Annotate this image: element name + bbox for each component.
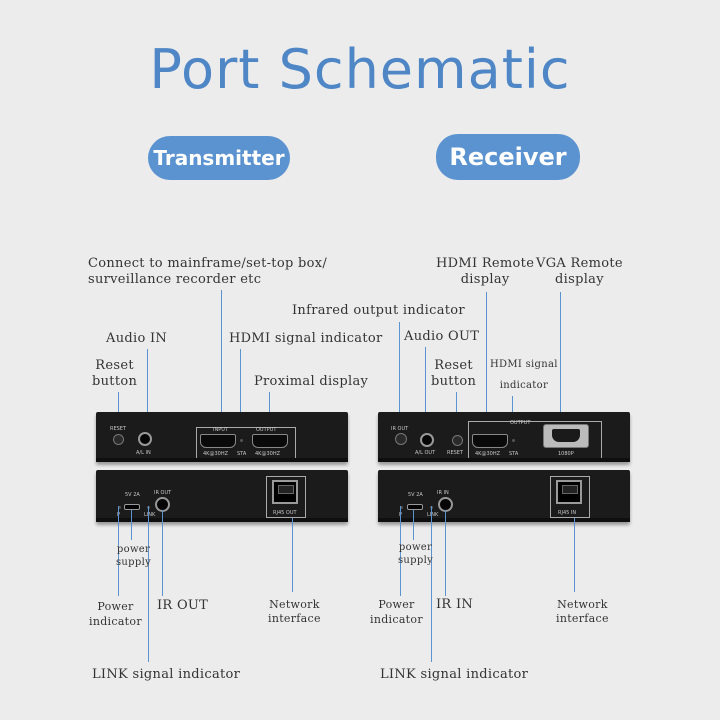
rx-hdmi-signal-led xyxy=(512,439,515,442)
rx-hdmi-remote-label: HDMI Remote display xyxy=(436,256,535,287)
tx-irout-line xyxy=(162,510,163,596)
tx-link-line xyxy=(148,506,149,662)
tx-front-base xyxy=(96,458,348,462)
rx-reset-label: Reset button xyxy=(431,358,477,389)
rx-vga-port[interactable] xyxy=(543,424,589,448)
rx-power-supply-line xyxy=(413,510,414,540)
rx-rj45-port[interactable] xyxy=(556,480,582,504)
tx-reset-text: RESET xyxy=(110,426,127,432)
tx-power-led xyxy=(118,506,121,509)
tx-hdmi-input-port[interactable] xyxy=(200,434,236,448)
rx-reset-button[interactable] xyxy=(452,435,463,446)
tx-audio-in-jack[interactable] xyxy=(138,432,152,446)
rx-audio-out-label: Audio OUT xyxy=(404,329,480,344)
rx-irin-line xyxy=(445,510,446,596)
rx-irin-text: IR IN xyxy=(437,490,449,496)
rx-rj45-text: RJ45 IN xyxy=(558,510,577,516)
rx-infrared-label: Infrared output indicator xyxy=(292,303,465,318)
tx-res2-text: 4K@30HZ xyxy=(255,451,281,457)
transmitter-heading: Transmitter xyxy=(148,136,290,180)
tx-power-ind-line xyxy=(118,506,119,596)
rx-audio-line xyxy=(425,347,426,431)
rx-vga-remote-label: VGA Remote display xyxy=(536,256,623,287)
tx-dc-text: 5V 2A xyxy=(125,492,140,498)
rx-power-indicator-label: Power indicator xyxy=(370,598,423,626)
rx-power-port[interactable] xyxy=(407,504,423,510)
rx-reset-text: RESET xyxy=(447,450,464,456)
tx-link-label: LINK signal indicator xyxy=(92,667,241,682)
rx-vga-text: 1080P xyxy=(558,451,574,457)
rx-network-label: Network interface xyxy=(556,598,609,625)
tx-reset-label: Reset button xyxy=(92,358,138,389)
rx-dc-text: 5V 2A xyxy=(408,492,423,498)
tx-rj45-text: RJ45 OUT xyxy=(273,510,297,516)
tx-power-port[interactable] xyxy=(124,504,140,510)
rx-aout-text: A/L OUT xyxy=(415,450,436,456)
rx-rj45-box xyxy=(550,476,590,518)
tx-connect-line xyxy=(221,290,222,420)
receiver-back-panel: 5V 2A IR IN P LINK RJ45 IN xyxy=(378,470,630,522)
tx-res1-text: 4K@30HZ xyxy=(203,451,229,457)
tx-output-text: OUTPUT xyxy=(256,427,277,433)
rx-power-supply-label: power supply xyxy=(398,542,434,566)
tx-rj45-box xyxy=(266,476,306,518)
tx-proximal-label: Proximal display xyxy=(254,374,369,389)
rx-link-label: LINK signal indicator xyxy=(380,667,529,682)
tx-power-supply-label: power supply xyxy=(116,544,152,568)
tx-sta-text: STA xyxy=(237,451,247,457)
rx-output-text: OUTPUT xyxy=(510,420,531,426)
rx-power-ind-line xyxy=(400,506,401,596)
rx-link-line xyxy=(431,506,432,662)
transmitter-front-panel: RESET A/L IN INPUT OUTPUT 4K@30HZ STA 4K… xyxy=(96,412,348,462)
tx-network-line xyxy=(292,518,293,592)
transmitter-back-panel: 5V 2A IR OUT P LINK RJ45 OUT xyxy=(96,470,348,522)
tx-back-base xyxy=(96,518,348,522)
tx-ir-out-label: IR OUT xyxy=(157,598,209,613)
tx-hdmi-signal-label: HDMI signal indicator xyxy=(229,331,383,346)
rx-ir-in-label: IR IN xyxy=(436,597,474,612)
tx-reset-line xyxy=(118,392,119,426)
rx-link-text: LINK xyxy=(427,512,439,518)
tx-link-text: LINK xyxy=(144,512,156,518)
receiver-heading: Receiver xyxy=(436,134,580,180)
transmitter-heading-text: Transmitter xyxy=(153,146,285,170)
rx-audio-out-jack[interactable] xyxy=(420,433,434,447)
tx-network-label: Network interface xyxy=(268,598,321,625)
tx-hdmi-signal-line xyxy=(240,349,241,433)
rx-res-text: 4K@30HZ xyxy=(475,451,501,457)
rx-irout-text: IR OUT xyxy=(391,426,409,432)
rx-hdmi-remote-line xyxy=(486,292,487,428)
receiver-front-panel: IR OUT A/L OUT RESET OUTPUT 4K@30HZ STA … xyxy=(378,412,630,462)
rx-front-base xyxy=(378,458,630,462)
rx-hdmi-output-port[interactable] xyxy=(472,434,508,448)
tx-connect-label: Connect to mainframe/set-top box/ survei… xyxy=(88,256,328,287)
tx-audio-in-label: Audio IN xyxy=(106,331,168,346)
rx-infrared-line xyxy=(399,322,400,426)
rx-power-led xyxy=(400,506,403,509)
tx-proximal-line xyxy=(269,392,270,422)
tx-rj45-port[interactable] xyxy=(272,480,298,504)
rx-vga-line xyxy=(560,292,561,420)
tx-irout-text: IR OUT xyxy=(154,490,172,496)
rx-back-base xyxy=(378,518,630,522)
receiver-heading-text: Receiver xyxy=(449,143,567,171)
rx-network-line xyxy=(574,518,575,592)
tx-ain-text: A/L IN xyxy=(136,450,151,456)
tx-input-text: INPUT xyxy=(213,427,228,433)
page-title: Port Schematic xyxy=(149,38,571,101)
tx-power-supply-line xyxy=(131,510,132,540)
rx-reset-line xyxy=(456,392,457,428)
tx-hdmi-output-port[interactable] xyxy=(252,434,288,448)
rx-hdmi-signal-label: HDMI signal indicator xyxy=(490,359,558,391)
tx-audio-line xyxy=(147,349,148,429)
rx-ir-window xyxy=(395,433,407,445)
tx-hdmi-signal-led xyxy=(240,439,243,442)
rx-sta-text: STA xyxy=(509,451,519,457)
tx-reset-button[interactable] xyxy=(113,434,124,445)
tx-power-indicator-label: Power indicator xyxy=(89,600,142,628)
